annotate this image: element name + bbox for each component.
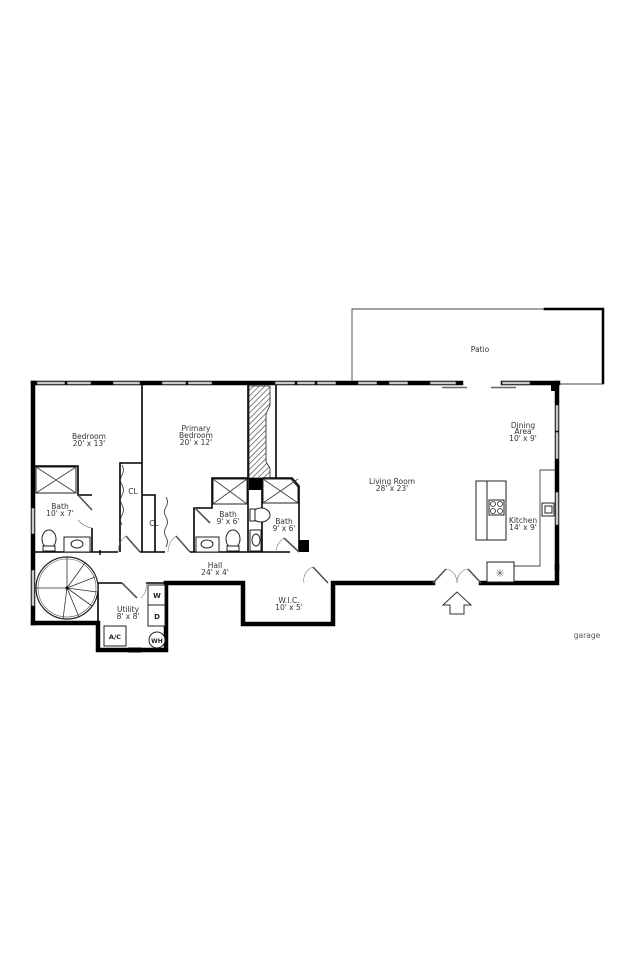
top-exterior-wall [30, 380, 561, 391]
sink-icon [195, 536, 220, 553]
sink-icon [249, 529, 262, 552]
room-dims: 10' x 9' [509, 434, 537, 443]
room-dims: 28' x 23' [376, 484, 408, 493]
shower-bath-1 [35, 466, 77, 494]
room-name: Dining [511, 421, 535, 430]
closet-label: CL [149, 519, 159, 528]
doors [77, 494, 482, 599]
ac-label: A/C [109, 633, 121, 641]
closet-label: CL [128, 487, 138, 496]
dryer-label: D [154, 613, 160, 621]
toilet-icon [249, 507, 271, 523]
room-dims: 20' x 13' [73, 439, 105, 448]
room-name: Living Room [369, 477, 415, 486]
washer-label: W [153, 592, 161, 600]
room-name: Kitchen [509, 516, 537, 525]
room-name: Patio [471, 345, 490, 354]
room-dims: 8' x 8' [117, 612, 140, 621]
room-dims: 9' x 6' [273, 524, 296, 533]
entry-arrow-icon [441, 591, 473, 615]
room-dims: 10' x 7' [46, 509, 74, 518]
room-dims: 14' x 9' [509, 523, 537, 532]
room-name: Utility [117, 605, 140, 614]
room-name: Area [514, 427, 531, 436]
snowflake-icon: ✳ [495, 567, 504, 580]
room-name: Bath [51, 502, 69, 511]
toilet-icon [41, 529, 57, 552]
room-name: Bedroom [179, 431, 213, 440]
room-dims: 9' x 6' [217, 517, 240, 526]
right-exterior-wall [554, 380, 560, 571]
room-name: Bedroom [72, 432, 106, 441]
fireplace-column [248, 385, 309, 552]
bath-fixtures [41, 507, 271, 553]
water-heater-label: WH [151, 638, 163, 645]
room-name: W.I.C. [278, 596, 299, 605]
closet-rods [120, 464, 168, 548]
room-dims: 10' x 5' [275, 603, 303, 612]
shower-bath-3 [262, 478, 299, 504]
shower-bath-2 [212, 478, 248, 505]
room-name: Bath [219, 510, 237, 519]
bottom-exterior-walls [30, 563, 560, 653]
toilet-icon [225, 529, 241, 552]
room-name: Hall [208, 561, 222, 570]
patio [351, 307, 605, 385]
shower-fixtures [35, 466, 299, 505]
kitchen-fixtures: ✳ [475, 469, 555, 583]
left-exterior-wall [30, 380, 36, 626]
utility-appliances [103, 584, 166, 649]
room-name: Bath [275, 517, 293, 526]
room-name: Primary [182, 424, 212, 433]
garage-label: garage [574, 631, 601, 640]
spiral-staircase [35, 556, 99, 620]
room-dims: 24' x 4' [201, 568, 229, 577]
room-dims: 20' x 12' [180, 438, 212, 447]
sink-icon [63, 536, 91, 553]
room-labels: Bedroom 20' x 13' Primary Bedroom 20' x … [46, 345, 600, 645]
